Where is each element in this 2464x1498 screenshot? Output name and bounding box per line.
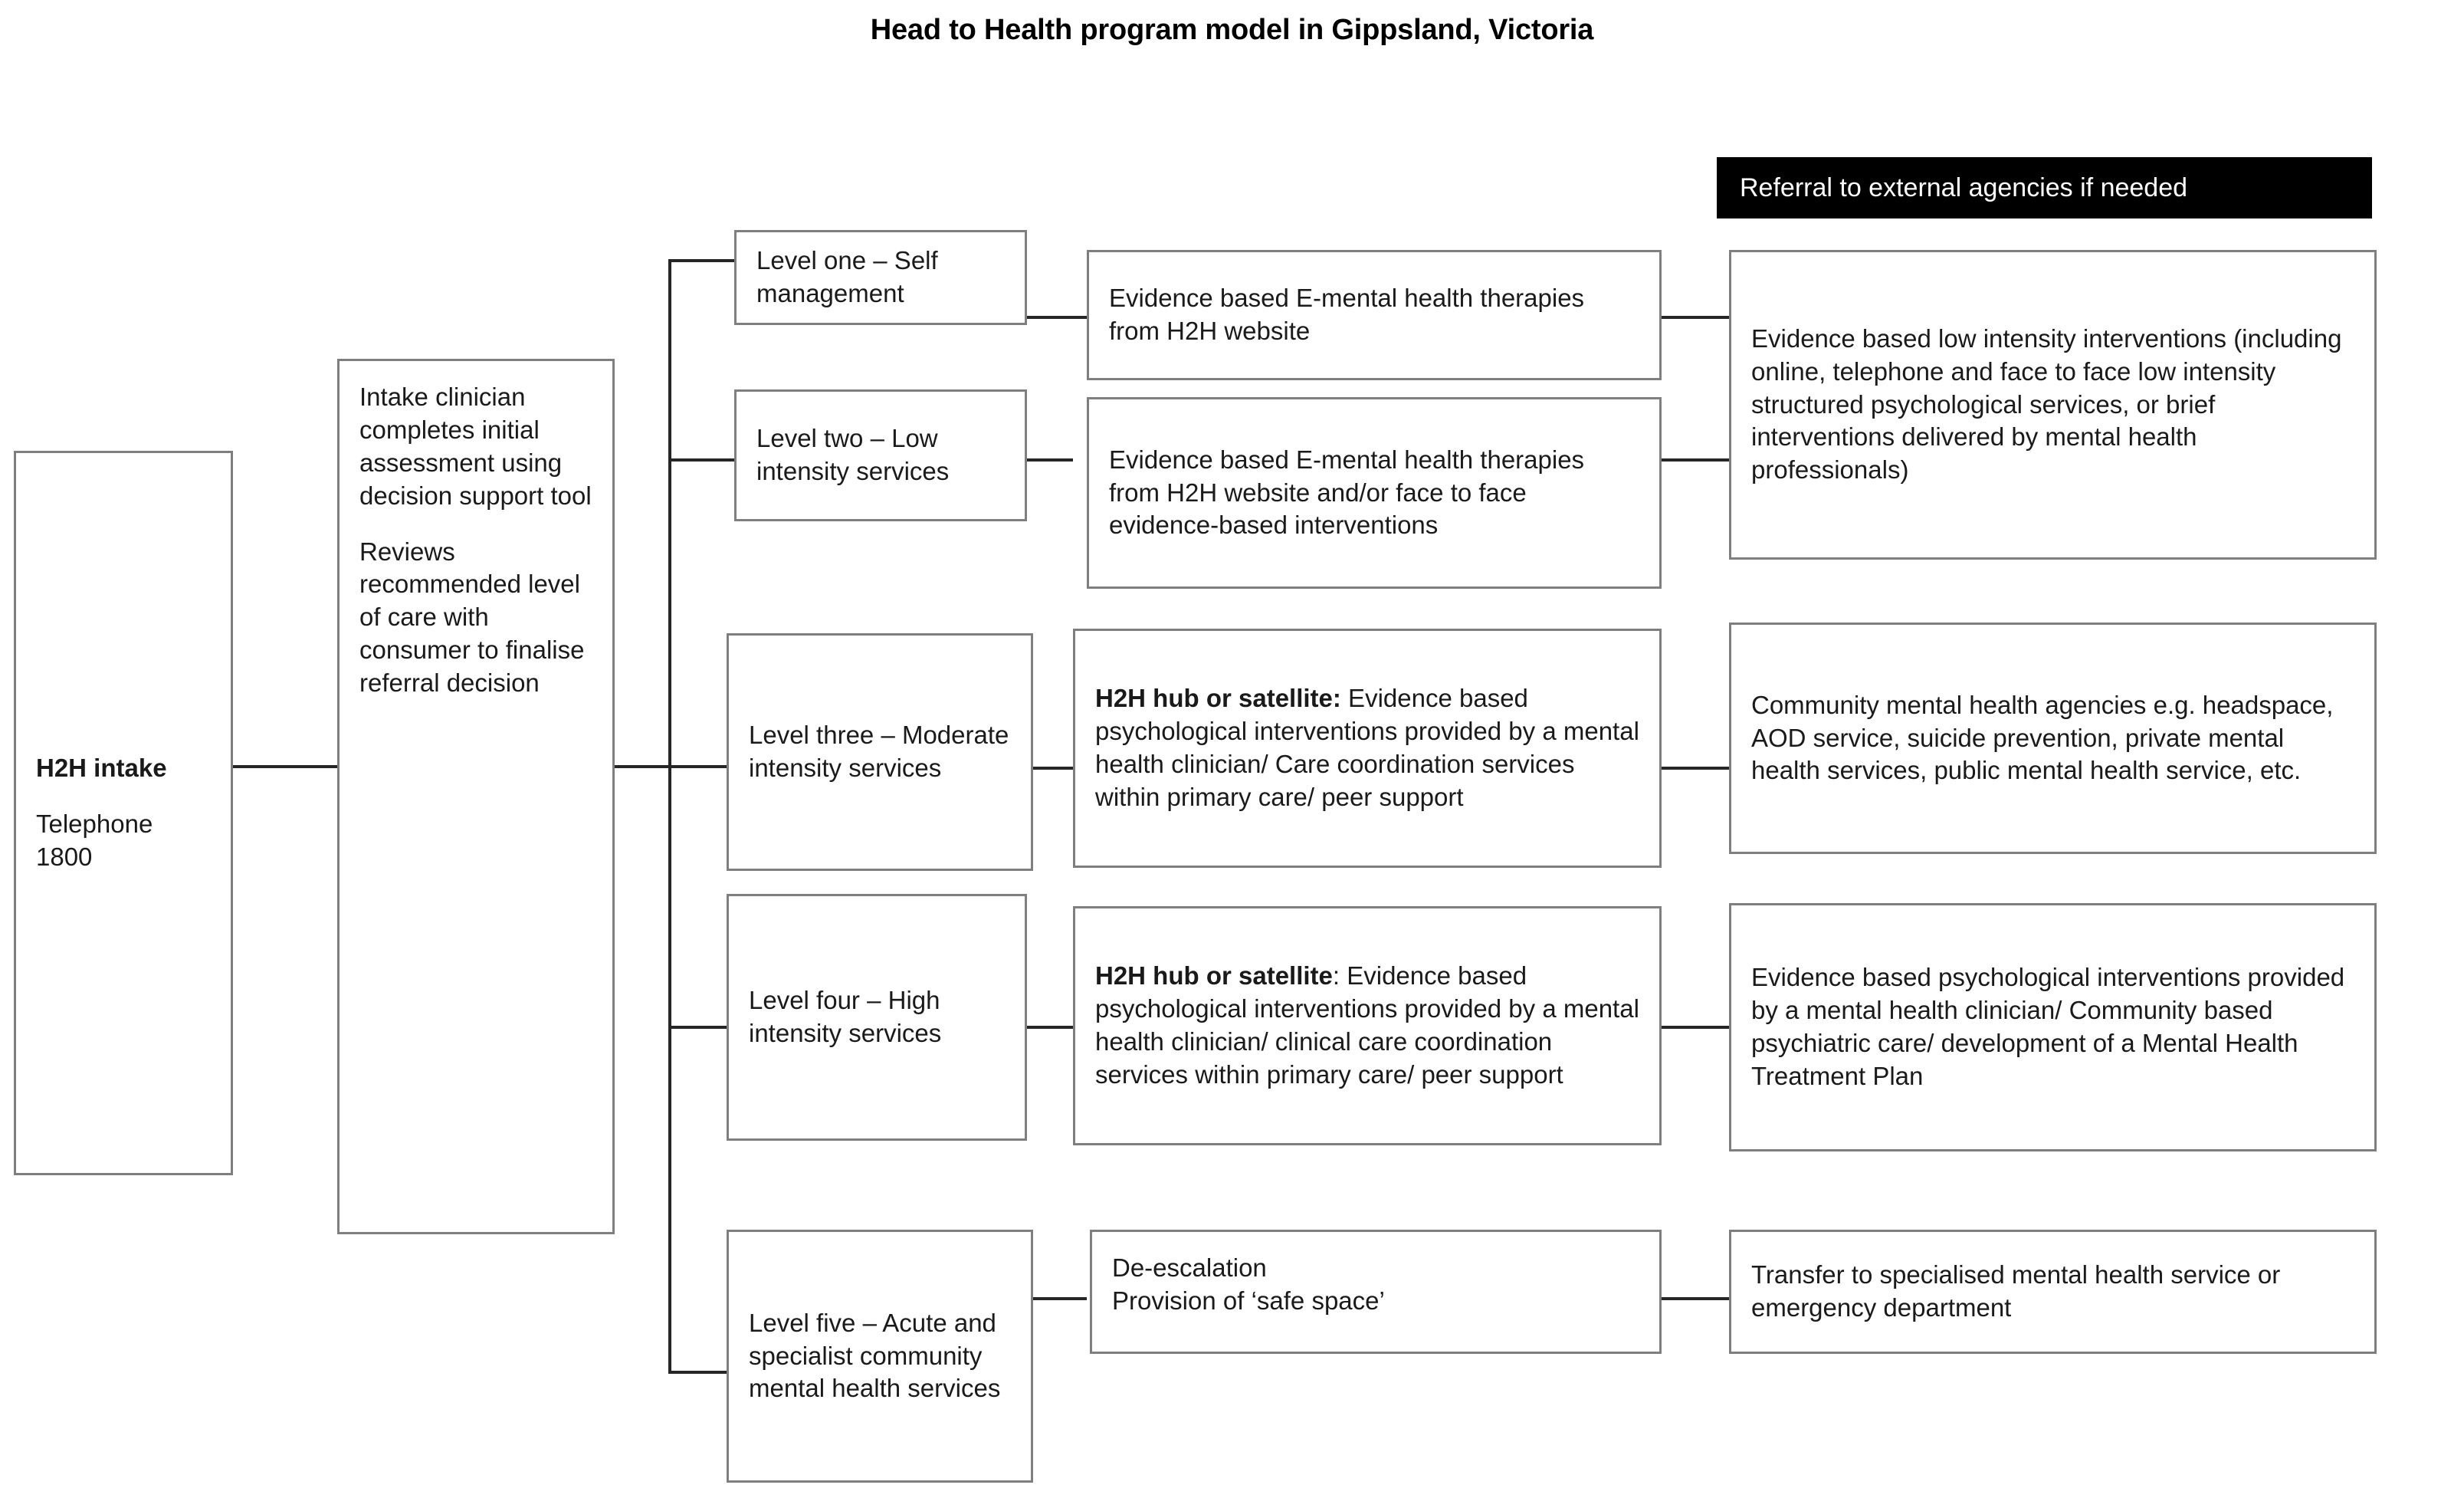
referral-community-agencies-text: Community mental health agencies e.g. he…: [1751, 690, 2334, 785]
referral-psychological-interventions-text: Evidence based psychological interventio…: [1751, 963, 2345, 1090]
connector-clinician-to-trunk: [613, 765, 671, 768]
level-five-box[interactable]: Level five – Acute and specialist commun…: [727, 1230, 1033, 1483]
h2h-intake-telephone-label: Telephone: [36, 810, 153, 839]
h2h-intake-content: H2H intake Telephone 1800: [16, 752, 231, 874]
intake-clinician-box[interactable]: Intake clinician completes initial asses…: [337, 359, 615, 1234]
service-two-box[interactable]: Evidence based E-mental health therapies…: [1087, 397, 1662, 589]
referral-header-bar: Referral to external agencies if needed: [1717, 157, 2372, 218]
connector-level-three-to-service: [1033, 767, 1083, 770]
h2h-intake-heading: H2H intake: [36, 754, 167, 783]
connector-trunk-to-level-three: [668, 765, 737, 768]
level-three-box[interactable]: Level three – Moderate intensity service…: [727, 633, 1033, 871]
connector-trunk-spine: [668, 259, 671, 1372]
intake-clinician-paragraph-2: Reviews recommended level of care with c…: [359, 537, 585, 698]
intake-clinician-paragraph-1: Intake clinician completes initial asses…: [359, 383, 592, 510]
level-three-label: Level three – Moderate intensity service…: [749, 721, 1009, 782]
level-five-label: Level five – Acute and specialist commun…: [749, 1308, 1001, 1403]
level-four-box[interactable]: Level four – High intensity services: [727, 894, 1027, 1141]
service-four-box[interactable]: H2H hub or satellite: Evidence based psy…: [1073, 906, 1662, 1145]
service-five-text: De-escalation Provision of ‘safe space’: [1112, 1253, 1385, 1315]
service-five-box[interactable]: De-escalation Provision of ‘safe space’: [1090, 1230, 1662, 1354]
referral-community-agencies-box[interactable]: Community mental health agencies e.g. he…: [1729, 623, 2377, 854]
connector-service-five-to-referral: [1662, 1297, 1731, 1300]
connector-level-two-to-service: [1027, 458, 1073, 462]
service-one-box[interactable]: Evidence based E-mental health therapies…: [1087, 250, 1662, 380]
referral-transfer-text: Transfer to specialised mental health se…: [1751, 1260, 2281, 1322]
service-three-text: H2H hub or satellite: Evidence based psy…: [1075, 682, 1659, 814]
level-four-label: Level four – High intensity services: [749, 986, 942, 1047]
referral-transfer-box[interactable]: Transfer to specialised mental health se…: [1729, 1230, 2377, 1354]
service-one-text: Evidence based E-mental health therapies…: [1089, 282, 1659, 348]
level-one-box[interactable]: Level one – Self management: [734, 230, 1027, 325]
referral-psychological-interventions-box[interactable]: Evidence based psychological interventio…: [1729, 903, 2377, 1151]
connector-service-one-to-referral: [1662, 316, 1731, 319]
service-three-bold-prefix: H2H hub or satellite:: [1095, 684, 1341, 713]
intake-clinician-content: Intake clinician completes initial asses…: [340, 361, 612, 700]
connector-level-one-to-service: [1027, 316, 1088, 319]
connector-service-two-to-referral: [1662, 458, 1731, 462]
connector-trunk-to-level-four: [668, 1026, 737, 1029]
service-two-text: Evidence based E-mental health therapies…: [1089, 444, 1659, 543]
connector-trunk-to-level-five: [668, 1371, 737, 1374]
level-two-label: Level two – Low intensity services: [756, 424, 950, 485]
service-three-box[interactable]: H2H hub or satellite: Evidence based psy…: [1073, 629, 1662, 868]
level-two-box[interactable]: Level two – Low intensity services: [734, 389, 1027, 521]
h2h-intake-telephone-number: 1800: [36, 842, 93, 871]
diagram-title: Head to Health program model in Gippslan…: [870, 14, 1594, 46]
service-four-bold-prefix: H2H hub or satellite: [1095, 961, 1333, 990]
service-one-body: Evidence based E-mental health therapies…: [1109, 284, 1585, 345]
connector-intake-to-clinician: [230, 765, 337, 768]
connector-level-five-to-service: [1033, 1297, 1087, 1300]
level-one-label: Level one – Self management: [756, 246, 938, 307]
connector-level-four-to-service: [1027, 1026, 1084, 1029]
service-four-text: H2H hub or satellite: Evidence based psy…: [1075, 960, 1659, 1092]
connector-trunk-to-level-one: [668, 259, 737, 262]
h2h-intake-box[interactable]: H2H intake Telephone 1800: [14, 451, 233, 1175]
service-four-body: : Evidence based psychological intervent…: [1095, 961, 1639, 1089]
referral-low-intensity-text: Evidence based low intensity interventio…: [1751, 324, 2342, 485]
service-three-body: Evidence based psychological interventio…: [1095, 684, 1639, 811]
referral-low-intensity-box[interactable]: Evidence based low intensity interventio…: [1729, 250, 2377, 560]
connector-service-three-to-referral: [1662, 767, 1731, 770]
referral-header-label: Referral to external agencies if needed: [1740, 172, 2188, 202]
service-two-body: Evidence based E-mental health therapies…: [1109, 445, 1585, 540]
connector-service-four-to-referral: [1662, 1026, 1731, 1029]
connector-trunk-to-level-two: [668, 458, 737, 462]
